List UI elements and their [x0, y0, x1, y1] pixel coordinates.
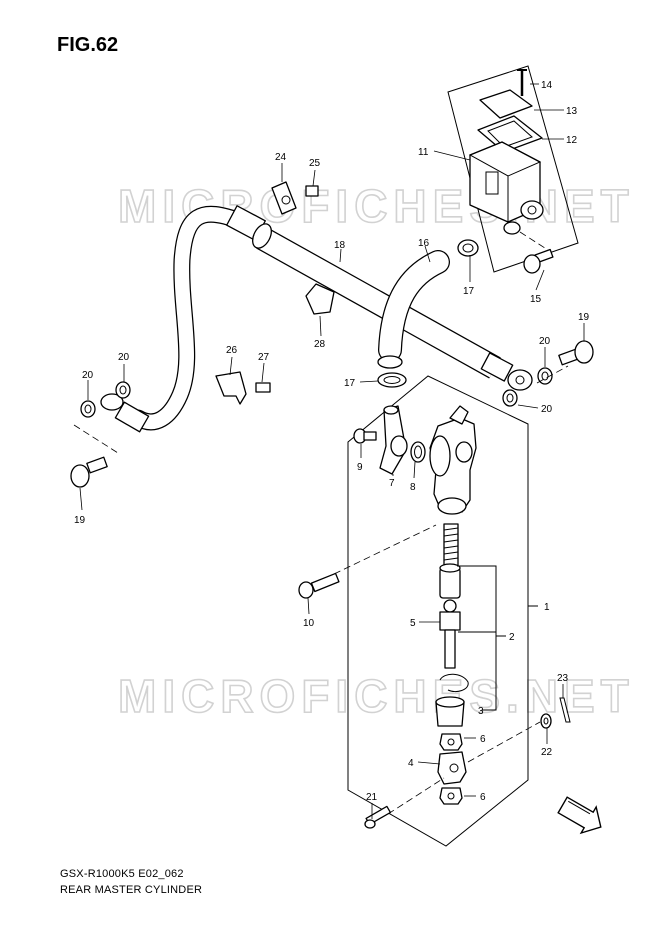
leader-lines	[79, 83, 585, 819]
reservoir-leader	[519, 231, 549, 251]
bolt-19-right-leader	[536, 365, 569, 384]
callout-11: 11	[418, 147, 429, 158]
callout-20-right-a: 20	[539, 336, 551, 347]
nut-6-lower	[439, 787, 463, 805]
piston-cup	[439, 563, 461, 599]
clevis-4	[437, 751, 467, 785]
callout-25: 25	[309, 158, 321, 169]
washer-22-leader	[467, 721, 541, 763]
reservoir-group-frame	[447, 65, 579, 273]
callout-19-right: 19	[578, 312, 590, 323]
callout-3: 3	[478, 706, 484, 717]
model-code: GSX-R1000K5 E02_062	[60, 868, 184, 880]
callout-15: 15	[530, 294, 542, 305]
callout-22: 22	[541, 747, 553, 758]
callout-8: 8	[410, 482, 416, 493]
bolt-10-leader	[333, 524, 437, 575]
bolt-19-left-leader	[73, 424, 119, 454]
bolt-15	[523, 248, 554, 274]
master-cylinder-body-1	[429, 405, 477, 515]
bolt-27	[255, 382, 271, 393]
callout-14: 14	[541, 80, 553, 91]
bracket-26	[215, 371, 247, 405]
callout-20-left-a: 20	[82, 370, 94, 381]
callout-13: 13	[566, 106, 578, 117]
union-bolt-19-left	[70, 456, 108, 488]
callout-17-upper: 17	[463, 286, 475, 297]
spring	[443, 523, 459, 569]
clamp-17-upper	[457, 239, 479, 257]
fwd-arrow-icon	[557, 796, 602, 835]
group-2-bracket	[457, 565, 497, 711]
piston-5	[439, 599, 461, 669]
master-cylinder-frame	[347, 375, 529, 847]
callout-6-upper: 6	[480, 734, 486, 745]
callout-9: 9	[357, 462, 363, 473]
callout-4: 4	[408, 758, 414, 769]
o-ring-8	[410, 441, 426, 463]
pin-21	[364, 805, 392, 829]
callout-12: 12	[566, 135, 578, 146]
bolt-25	[305, 185, 319, 197]
hose-clamp-28	[305, 283, 335, 315]
callout-1: 1	[544, 602, 550, 613]
reservoir-cap-13	[479, 89, 533, 119]
callout-7: 7	[389, 478, 395, 489]
washer-20-right-a	[537, 367, 553, 385]
pin-21-leader	[387, 777, 445, 815]
union-bolt-19-right	[558, 340, 594, 366]
callout-10: 10	[303, 618, 315, 629]
connector-7	[379, 405, 408, 475]
bolt-10	[298, 572, 340, 599]
screw-14	[517, 69, 527, 96]
hose-16-end	[377, 355, 403, 369]
callout-2: 2	[509, 632, 515, 643]
callout-6-lower: 6	[480, 792, 486, 803]
callout-20-left-b: 20	[118, 352, 130, 363]
callout-20-right-b: 20	[541, 404, 553, 415]
washer-22	[540, 713, 552, 729]
callout-28: 28	[314, 339, 326, 350]
figure-description: REAR MASTER CYLINDER	[60, 884, 203, 896]
callout-18: 18	[334, 240, 346, 251]
reservoir-tank-11	[468, 141, 544, 235]
nut-6-upper	[439, 733, 463, 751]
callout-26: 26	[226, 345, 238, 356]
washer-20-right-b	[502, 389, 518, 407]
washer-20-left-a	[80, 400, 96, 418]
callout-23: 23	[557, 673, 569, 684]
hose-clamp-24	[271, 181, 297, 215]
washer-20-left-b	[115, 381, 131, 399]
figure-title: FIG.62	[57, 34, 119, 56]
callout-5: 5	[410, 618, 416, 629]
callout-19-left: 19	[74, 515, 86, 526]
callout-17-lower: 17	[344, 378, 356, 389]
circlip	[439, 673, 469, 693]
callout-21: 21	[366, 792, 378, 803]
bolt-9	[353, 428, 377, 444]
callout-27: 27	[258, 352, 270, 363]
callout-16: 16	[418, 238, 430, 249]
callout-24: 24	[275, 152, 287, 163]
clamp-17-lower	[377, 372, 407, 388]
boot-3	[435, 696, 465, 727]
